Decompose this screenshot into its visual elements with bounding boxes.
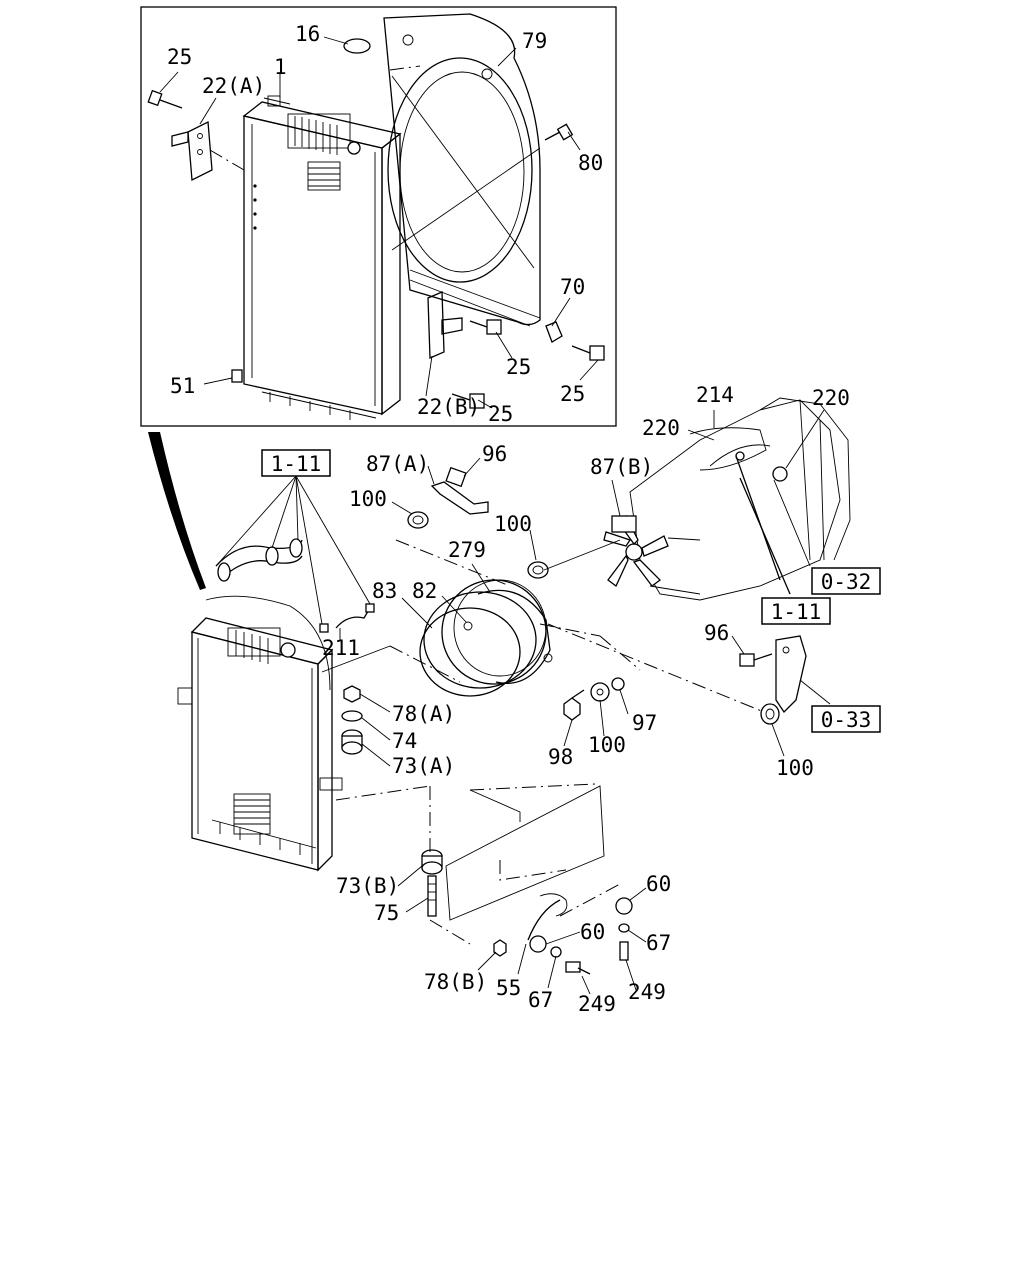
seals bbox=[407, 511, 780, 725]
callout-98: 98 bbox=[548, 745, 573, 769]
ref-box-0-33: 0-33 bbox=[811, 705, 881, 733]
inset-fasteners bbox=[147, 38, 605, 409]
inset-connector-arrow bbox=[148, 432, 206, 590]
ref-1-11-leaders bbox=[215, 475, 371, 625]
inset-radiator-core bbox=[242, 95, 402, 420]
callout-87a: 87(A) bbox=[366, 452, 429, 476]
callout-279: 279 bbox=[448, 538, 486, 562]
callout-25: 25 bbox=[506, 355, 531, 379]
callout-100: 100 bbox=[349, 487, 387, 511]
assembly-leaders bbox=[321, 455, 831, 945]
fan-shroud-ring bbox=[419, 579, 553, 697]
callout-83: 83 bbox=[372, 579, 397, 603]
inset-fan-shroud bbox=[383, 13, 541, 327]
inset-bracket-22b bbox=[427, 291, 463, 359]
ref-box-1-11-left: 1-11 bbox=[261, 449, 331, 477]
bracket-87a bbox=[430, 466, 489, 515]
ref-label-0-33: 0-33 bbox=[821, 708, 872, 732]
engine-block bbox=[629, 397, 851, 601]
callout-67: 67 bbox=[646, 931, 671, 955]
callout-249: 249 bbox=[628, 980, 666, 1004]
callout-74: 74 bbox=[392, 729, 417, 753]
main-radiator bbox=[177, 595, 343, 872]
callout-51: 51 bbox=[170, 374, 195, 398]
callout-73a: 73(A) bbox=[392, 754, 455, 778]
ref-label-1-11-right: 1-11 bbox=[771, 600, 822, 624]
callout-96: 96 bbox=[704, 621, 729, 645]
callout-22a: 22(A) bbox=[202, 74, 265, 98]
callout-87b: 87(B) bbox=[590, 455, 653, 479]
upper-mount-parts bbox=[341, 685, 363, 755]
detail-inset-frame bbox=[140, 6, 617, 427]
callout-100: 100 bbox=[776, 756, 814, 780]
ref-box-0-32: 0-32 bbox=[811, 567, 881, 595]
inset-leaders bbox=[159, 36, 599, 409]
lower-mount-parts bbox=[421, 849, 633, 975]
callout-67: 67 bbox=[528, 988, 553, 1012]
callout-1: 1 bbox=[274, 55, 287, 79]
callout-220: 220 bbox=[642, 416, 680, 440]
ref-label-0-32: 0-32 bbox=[821, 570, 872, 594]
callout-80: 80 bbox=[578, 151, 603, 175]
callout-70: 70 bbox=[560, 275, 585, 299]
callout-25: 25 bbox=[167, 45, 192, 69]
callout-211: 211 bbox=[322, 636, 360, 660]
callout-60: 60 bbox=[646, 872, 671, 896]
callout-97: 97 bbox=[632, 711, 657, 735]
mount-bracket-right bbox=[739, 635, 807, 714]
callout-78b: 78(B) bbox=[424, 970, 487, 994]
callout-100: 100 bbox=[494, 512, 532, 536]
callout-249: 249 bbox=[578, 992, 616, 1016]
callout-82: 82 bbox=[412, 579, 437, 603]
callout-100: 100 bbox=[588, 733, 626, 757]
callout-25: 25 bbox=[560, 382, 585, 406]
callout-25: 25 bbox=[488, 402, 513, 426]
callout-214: 214 bbox=[696, 383, 734, 407]
radiator-hoses bbox=[215, 538, 375, 633]
callout-60: 60 bbox=[580, 920, 605, 944]
ref-label-1-11-left: 1-11 bbox=[271, 452, 322, 476]
middle-mount-parts bbox=[563, 677, 625, 721]
callout-73b: 73(B) bbox=[336, 874, 399, 898]
callout-55: 55 bbox=[496, 976, 521, 1000]
callout-22b: 22(B) bbox=[417, 395, 480, 419]
ref-box-1-11-right: 1-11 bbox=[761, 597, 831, 625]
callout-79: 79 bbox=[522, 29, 547, 53]
callout-96: 96 bbox=[482, 442, 507, 466]
callout-leaders bbox=[339, 409, 825, 995]
callout-16: 16 bbox=[295, 22, 320, 46]
inset-bracket-22a bbox=[171, 120, 213, 182]
frame-rail bbox=[445, 783, 605, 941]
callout-75: 75 bbox=[374, 901, 399, 925]
cooling-fan bbox=[603, 515, 669, 588]
callout-labels: 16 79 25 22(A) 1 80 70 25 25 51 22(B) 25… bbox=[167, 22, 850, 1016]
callout-220: 220 bbox=[812, 386, 850, 410]
callout-78a: 78(A) bbox=[392, 702, 455, 726]
